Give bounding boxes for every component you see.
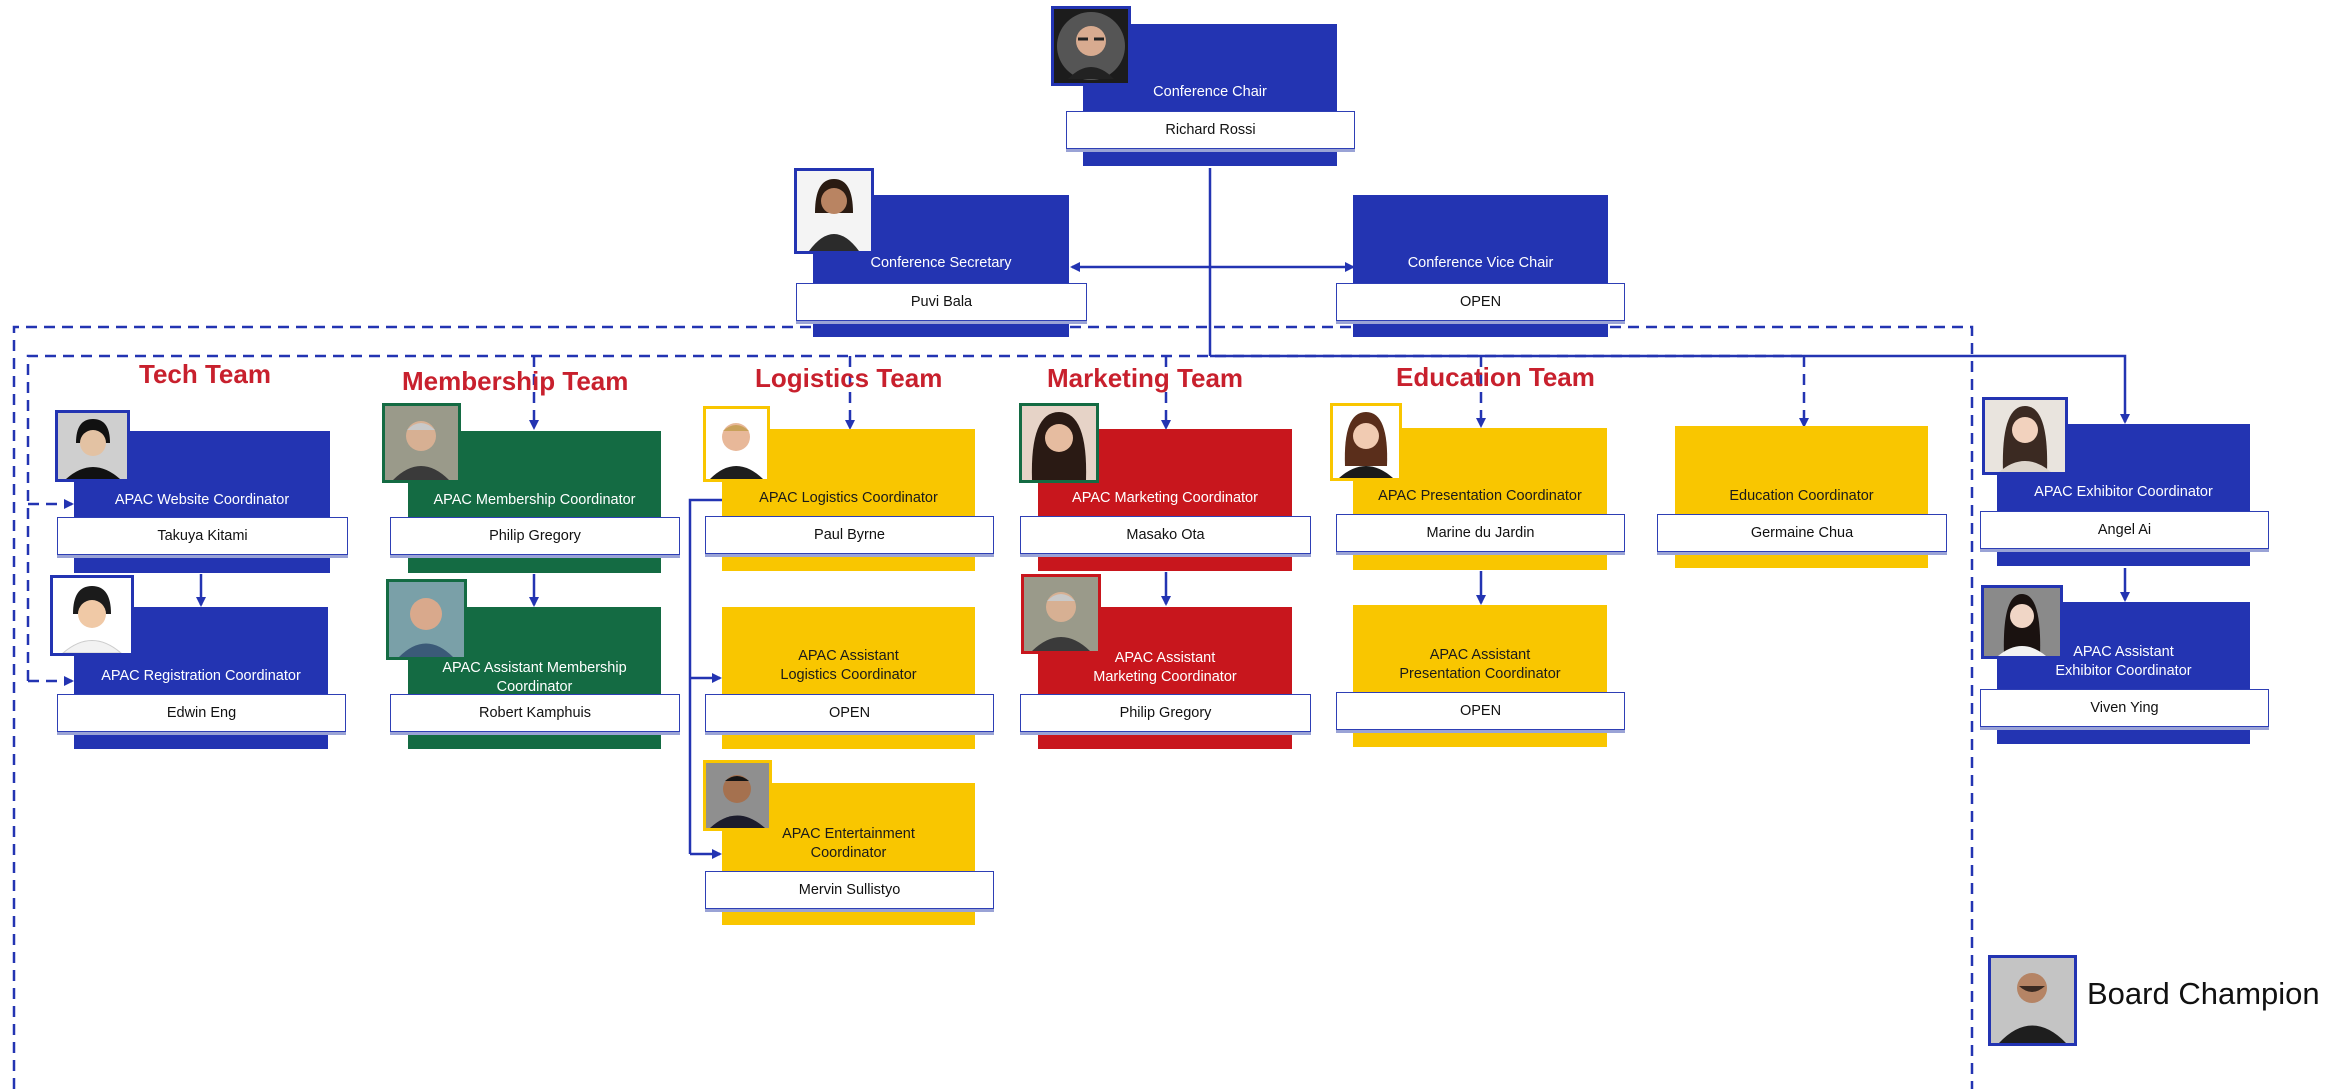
apac-registration-coordinator-name: Edwin Eng [57,694,346,732]
node-role: Conference Vice Chair [1407,255,1554,271]
node-role: Conference Secretary [870,255,1012,271]
apac-entertainment-coordinator-name: Mervin Sullistyo [705,871,994,909]
education-coordinator-name: Germaine Chua [1657,514,1947,552]
node-role: APAC Assistant Presentation Coordinator [1399,647,1561,682]
node-role: Conference Chair [1153,84,1267,100]
node-role: APAC Entertainment Coordinator [782,826,915,861]
exhibitor-coordinator-photo [1982,397,2068,475]
apac-membership-coordinator-name: Philip Gregory [390,517,680,555]
entertainment-coordinator-photo [703,760,772,831]
node-role: APAC Assistant Exhibitor Coordinator [2055,644,2192,679]
apac-presentation-coordinator-name: Marine du Jardin [1336,514,1625,552]
node-role: APAC Marketing Coordinator [1072,490,1258,506]
education-team-title: Education Team [1396,362,1595,392]
apac-assistant-membership-coordinator-name: Robert Kamphuis [390,694,680,732]
website-coordinator-photo [55,410,130,482]
conference-chair-name: Richard Rossi [1066,111,1355,149]
apac-assistant-exhibitor-coordinator-name: Viven Ying [1980,689,2269,727]
node-role: APAC Registration Coordinator [101,668,301,684]
node-role: APAC Exhibitor Coordinator [2034,484,2213,500]
conference-secretary-name: Puvi Bala [796,283,1087,321]
node-role: APAC Assistant Marketing Coordinator [1093,650,1237,685]
presentation-coordinator-photo [1330,403,1402,481]
board-champion-photo [1988,955,2077,1046]
marketing-team-title: Marketing Team [1047,363,1244,393]
node-role: APAC Assistant Logistics Coordinator [780,648,917,683]
logistics-coordinator-photo [703,406,770,482]
marketing-coordinator-photo [1019,403,1099,483]
node-role: APAC Membership Coordinator [433,492,636,508]
node-role: APAC Presentation Coordinator [1378,488,1582,504]
membership-coordinator-photo [382,403,461,483]
node-role: APAC Assistant Membership Coordinator [442,660,627,695]
apac-marketing-coordinator-name: Masako Ota [1020,516,1311,554]
membership-team-title: Membership Team [402,366,629,396]
board-champion-label: Board Champion [2087,976,2320,1011]
assistant-marketing-coordinator-photo [1021,574,1101,654]
node-role: APAC Logistics Coordinator [759,490,938,506]
registration-coordinator-photo [50,575,134,656]
apac-logistics-coordinator-name: Paul Byrne [705,516,994,554]
apac-website-coordinator-name: Takuya Kitami [57,517,348,555]
dashed-bus-line [26,354,1804,681]
chair-to-exhibitor-line [1210,354,2130,424]
logistics-bracket-line [688,498,722,854]
apac-exhibitor-coordinator-name: Angel Ai [1980,511,2269,549]
tech-team-title: Tech Team [139,359,271,389]
secretary-photo [794,168,874,254]
apac-assistant-logistics-coordinator-name: OPEN [705,694,994,732]
conference-vice-chair-name: OPEN [1336,283,1625,321]
outer-dashed-frame [12,325,1974,1089]
assistant-exhibitor-coordinator-photo [1981,585,2063,659]
node-role: Education Coordinator [1729,488,1874,504]
apac-assistant-marketing-coordinator-name: Philip Gregory [1020,694,1311,732]
chair-photo [1051,6,1131,86]
node-role: APAC Website Coordinator [114,492,290,508]
logistics-team-title: Logistics Team [755,363,943,393]
apac-assistant-presentation-coordinator-name: OPEN [1336,692,1625,730]
assistant-membership-coordinator-photo [386,579,467,660]
